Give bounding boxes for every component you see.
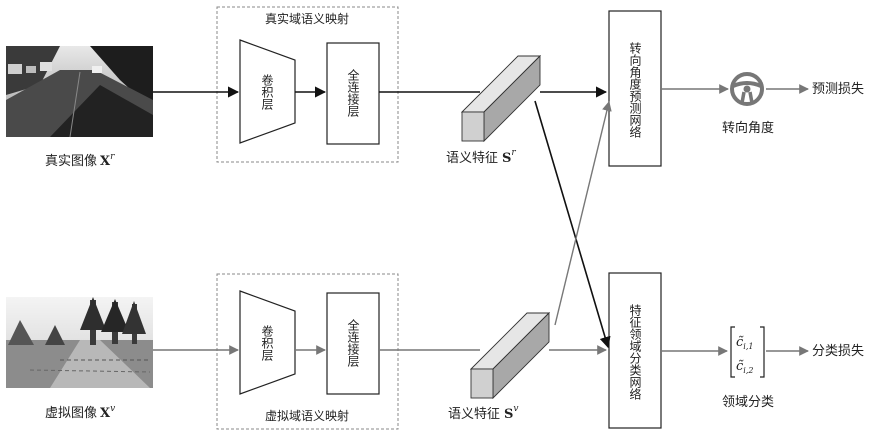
domain-network-label: 特征领域分类网络 — [628, 303, 642, 400]
virtual-semantic-feature — [471, 313, 549, 398]
classification-loss-label: 分类损失 — [812, 344, 864, 359]
vector-entry-2: c̃i,2 — [736, 359, 753, 375]
real-mapping-title: 真实域语义映射 — [265, 11, 349, 26]
arrow-virtual-feature-to-steering — [555, 102, 609, 325]
steering-angle-label: 转向角度 — [722, 120, 774, 136]
real-semantic-feature — [462, 56, 540, 141]
vector-entry-1: c̃i,1 — [736, 335, 753, 351]
arrow-real-feature-to-domain — [535, 101, 608, 347]
real-feature-caption: 语义特征Sr — [446, 148, 516, 166]
steering-wheel-icon — [732, 74, 762, 104]
real-conv-label: 卷积层 — [260, 73, 274, 111]
virtual-road-image — [6, 297, 153, 388]
virtual-fc-label: 全连接层 — [346, 318, 360, 368]
virtual-mapping-title: 虚拟域语义映射 — [265, 408, 349, 423]
real-image-caption: 真实图像Xr — [45, 152, 115, 169]
real-fc-label: 全连接层 — [346, 68, 360, 118]
prediction-loss-label: 预测损失 — [812, 82, 864, 97]
real-road-image — [6, 46, 153, 137]
virtual-feature-caption: 语义特征Sv — [448, 404, 519, 422]
virtual-image-caption: 虚拟图像Xv — [45, 404, 115, 421]
virtual-conv-label: 卷积层 — [260, 324, 274, 362]
domain-class-label: 领域分类 — [722, 395, 774, 410]
steering-network-label: 转向角度预测网络 — [628, 41, 642, 138]
